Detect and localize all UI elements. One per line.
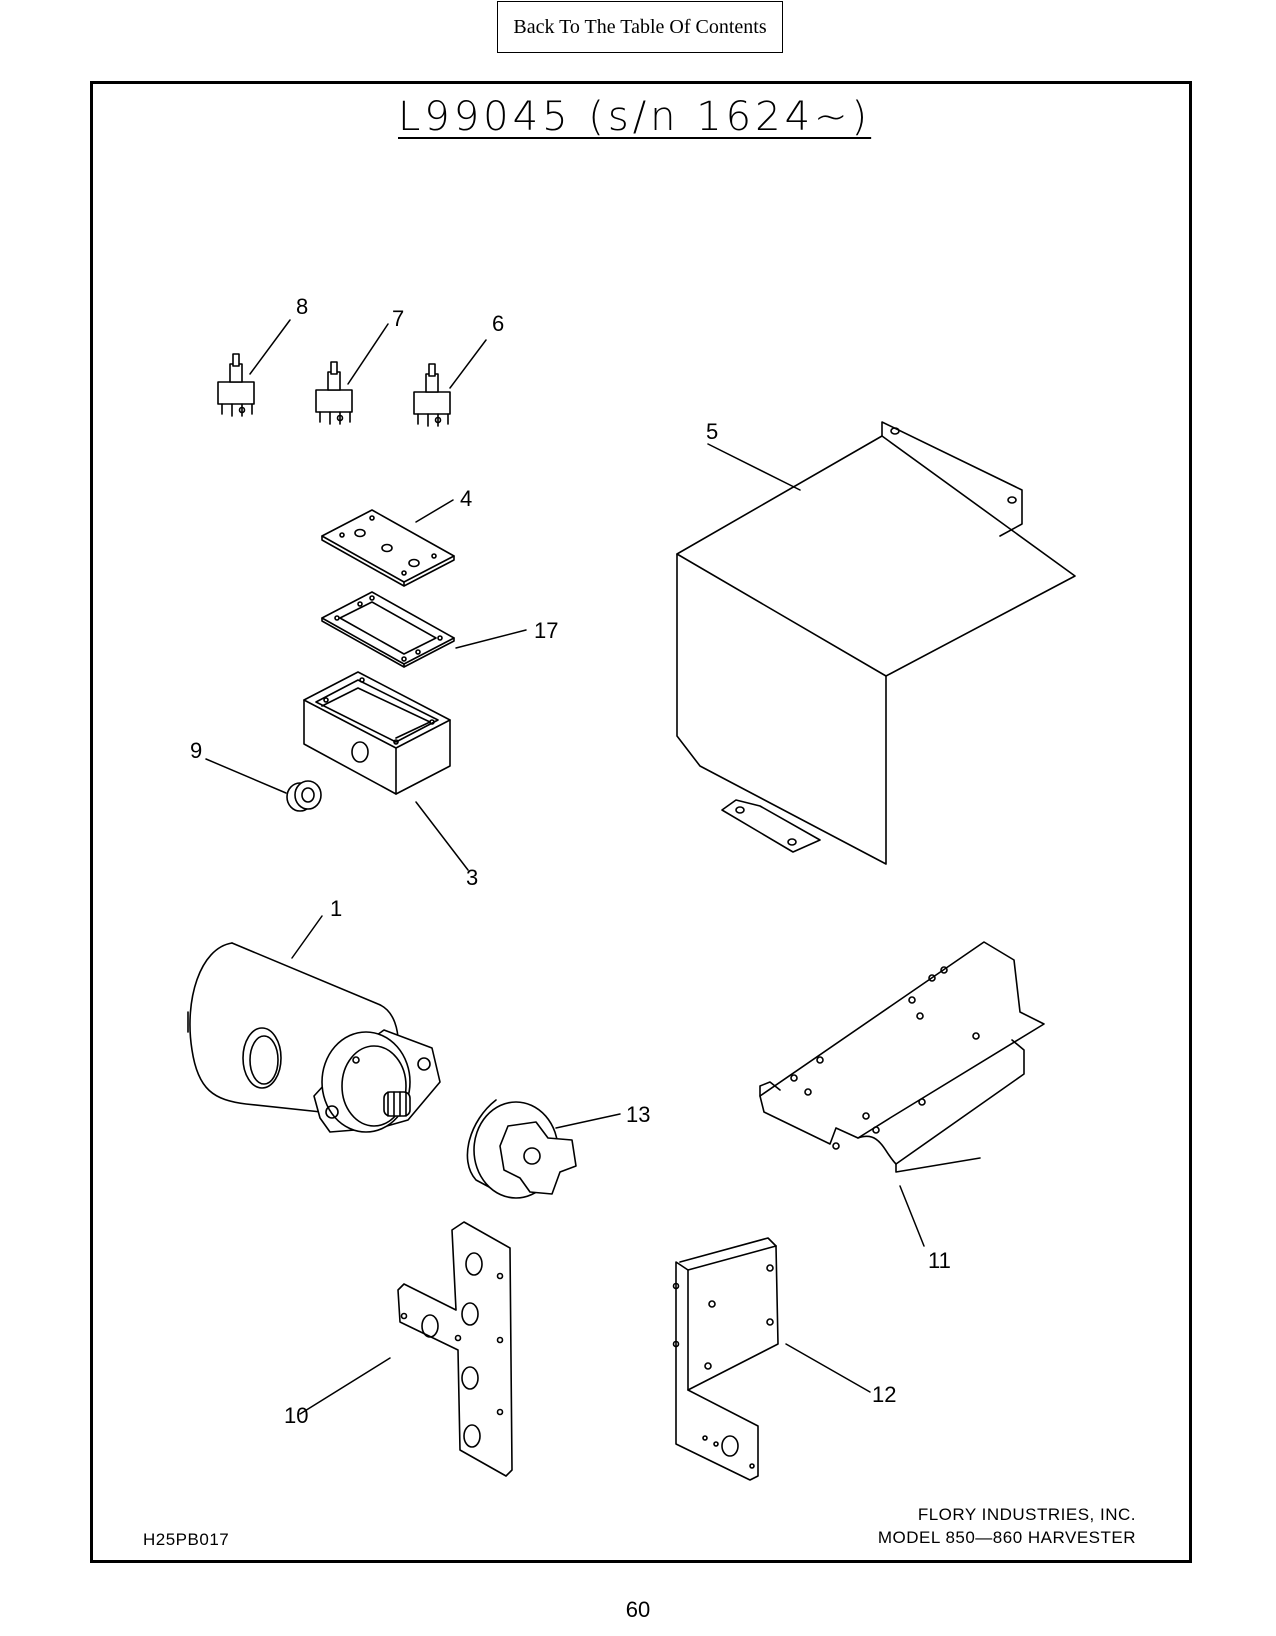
callout-10: 10 xyxy=(284,1403,309,1428)
callout-13: 13 xyxy=(626,1102,651,1127)
gasket-17 xyxy=(321,591,455,668)
callout-8: 8 xyxy=(296,294,309,319)
callout-3: 3 xyxy=(466,865,479,890)
leader-lines xyxy=(205,319,925,1415)
drawing-frame xyxy=(90,81,1192,1563)
callout-6: 6 xyxy=(492,311,505,336)
page-number: 60 xyxy=(625,1597,651,1622)
callout-7: 7 xyxy=(392,306,405,331)
toggle-switch-7 xyxy=(315,361,353,425)
coupler-13 xyxy=(466,1099,577,1199)
callout-1: 1 xyxy=(330,896,343,921)
cover-plate-4 xyxy=(321,509,455,587)
callout-11: 11 xyxy=(928,1248,951,1273)
callout-17: 17 xyxy=(534,618,559,643)
callout-9: 9 xyxy=(190,738,203,763)
motor-1 xyxy=(187,942,441,1133)
back-to-toc-link[interactable]: Back To The Table Of Contents xyxy=(497,1,783,53)
switch-box-3 xyxy=(303,671,451,795)
toggle-switch-8 xyxy=(217,353,255,417)
cover-5 xyxy=(676,421,1076,865)
mounting-bracket-11 xyxy=(759,941,1045,1173)
callout-5: 5 xyxy=(706,419,719,444)
drawing-title: L99045 (s/n 1624~) xyxy=(398,94,872,140)
company-name: FLORY INDUSTRIES, INC. xyxy=(917,1505,1136,1524)
angle-bracket-12 xyxy=(672,1237,779,1481)
callout-12: 12 xyxy=(872,1382,897,1407)
model-name: MODEL 850—860 HARVESTER xyxy=(877,1528,1136,1547)
callout-4: 4 xyxy=(460,486,473,511)
toggle-switch-6 xyxy=(413,363,451,427)
drawing-number: H25PB017 xyxy=(143,1530,230,1549)
grommet-9 xyxy=(286,780,322,812)
plate-10 xyxy=(397,1221,513,1477)
